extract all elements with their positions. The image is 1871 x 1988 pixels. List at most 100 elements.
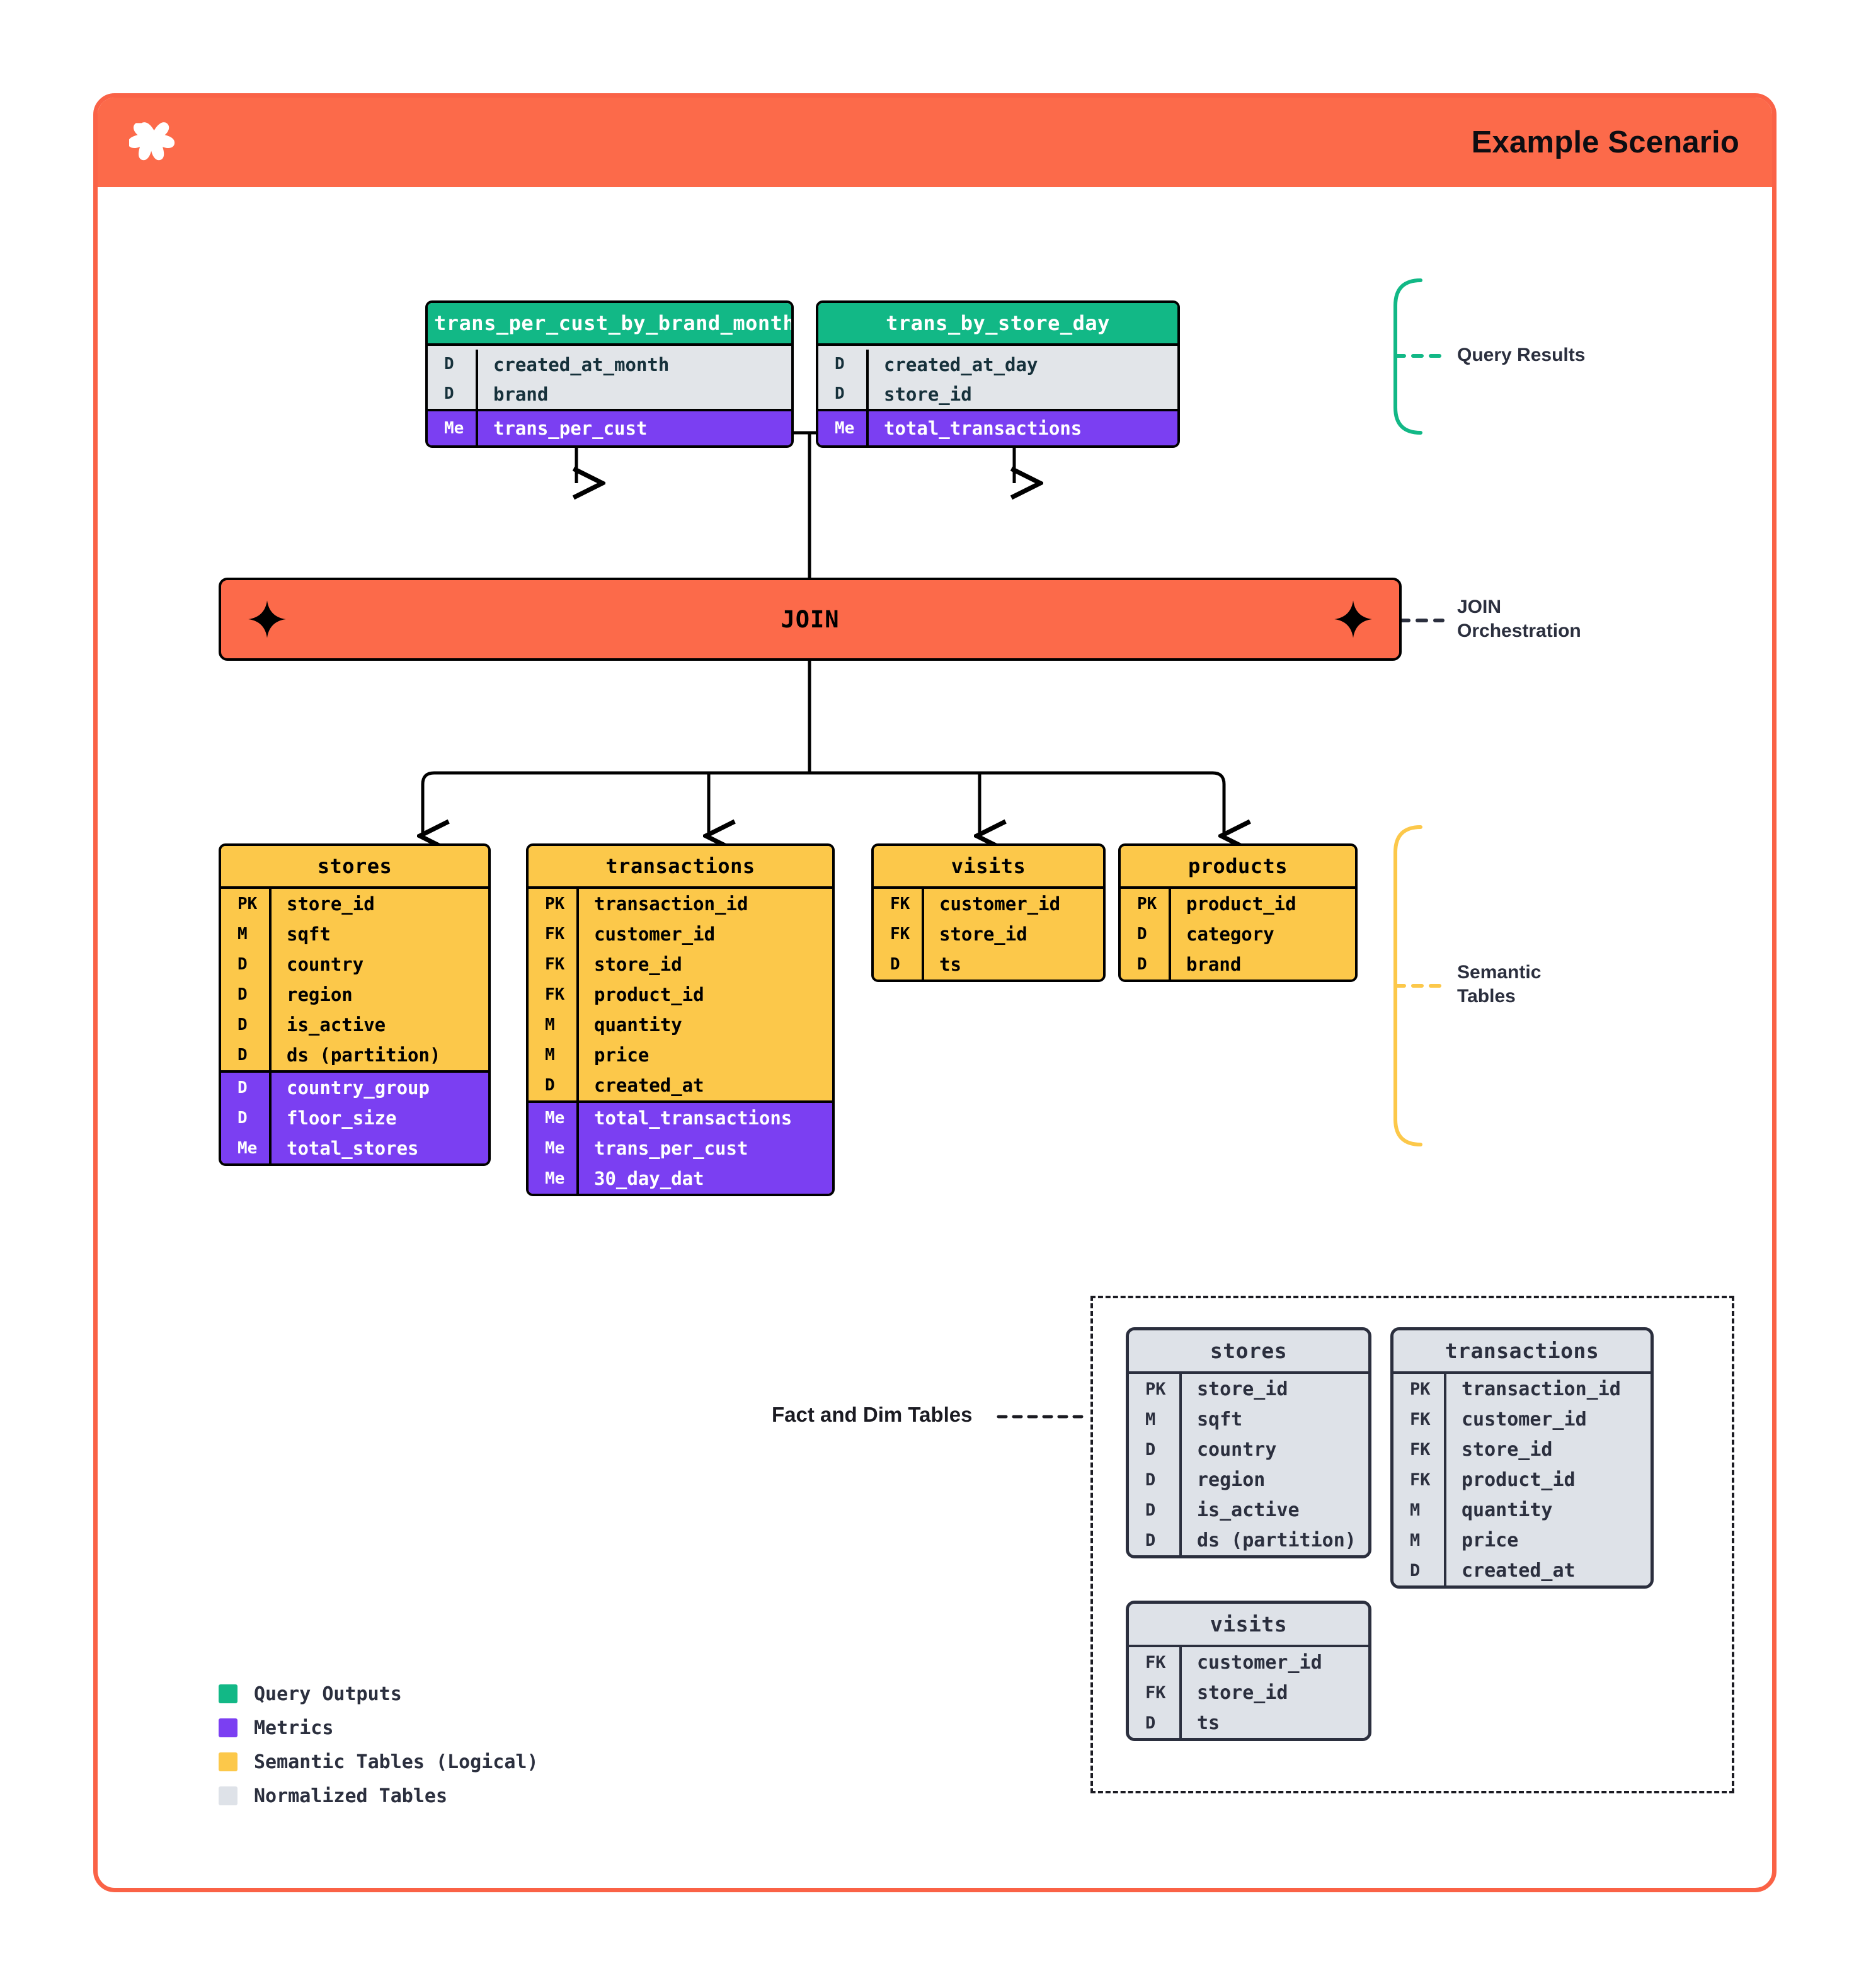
legend-label: Metrics: [254, 1717, 334, 1739]
annotation-semantic-tables: Semantic Tables: [1457, 961, 1541, 1008]
table-title: stores: [1129, 1330, 1368, 1374]
row-column: price: [594, 1044, 649, 1066]
row-key: PK: [221, 889, 272, 919]
diagram-canvas: trans_per_cust_by_brand_month D created_…: [98, 187, 1772, 1888]
row-column: trans_per_cust: [493, 418, 648, 439]
row-column: created_at: [1462, 1559, 1576, 1582]
row-column: quantity: [594, 1014, 682, 1036]
row-key: PK: [1121, 889, 1171, 919]
legend-item: Metrics: [219, 1711, 539, 1745]
row-column: store_id: [1197, 1681, 1288, 1704]
join-orchestration-bar[interactable]: JOIN: [219, 578, 1402, 661]
row-key: FK: [529, 949, 579, 980]
row-column: trans_per_cust: [594, 1138, 748, 1159]
row-key: D: [221, 949, 272, 980]
table-row: Me total_transactions: [529, 1103, 832, 1133]
row-key: FK: [1393, 1404, 1446, 1434]
row-column: country_group: [287, 1077, 430, 1099]
row-key: M: [1393, 1495, 1446, 1525]
row-key: D: [221, 1040, 272, 1070]
legend-item: Query Outputs: [219, 1677, 539, 1711]
row-key: FK: [529, 980, 579, 1010]
row-key: D: [1129, 1495, 1182, 1525]
row-column: ds (partition): [1197, 1529, 1356, 1551]
row-key: D: [1121, 949, 1171, 980]
row-key: D: [1393, 1555, 1446, 1585]
card-header: Example Scenario: [98, 98, 1772, 187]
table-title: trans_by_store_day: [818, 303, 1177, 346]
row-column: created_at: [594, 1075, 704, 1096]
legend-item: Semantic Tables (Logical): [219, 1745, 539, 1779]
row-key: FK: [1129, 1677, 1182, 1708]
row-key: D: [221, 1073, 272, 1103]
legend-item: Normalized Tables: [219, 1779, 539, 1813]
row-column: sqft: [1197, 1408, 1243, 1431]
annotation-line-1: Semantic: [1457, 962, 1542, 983]
row-key: D: [221, 1103, 272, 1133]
row-column: created_at_day: [884, 353, 1038, 375]
row-column: brand: [1186, 954, 1242, 975]
table-title: products: [1121, 846, 1355, 889]
row-key: PK: [1393, 1374, 1446, 1404]
row-key: M: [529, 1010, 579, 1040]
row-column: category: [1186, 923, 1274, 945]
table-title: trans_per_cust_by_brand_month: [428, 303, 791, 346]
row-column: product_id: [594, 984, 704, 1005]
row-column: region: [1197, 1468, 1266, 1491]
sparkle-icon: [248, 600, 286, 638]
row-key: D: [221, 980, 272, 1010]
query-result-table-0[interactable]: trans_per_cust_by_brand_month D created_…: [425, 300, 794, 448]
row-column: store_id: [1197, 1378, 1288, 1400]
table-row: D store_id: [818, 379, 1177, 409]
dimension-rows: D created_at_day D store_id: [818, 346, 1177, 409]
row-key: PK: [529, 889, 579, 919]
table-row: Me trans_per_cust: [428, 411, 791, 445]
row-column: total_transactions: [594, 1107, 792, 1129]
table-row: D brand: [428, 379, 791, 409]
row-column: region: [287, 984, 353, 1005]
row-column: floor_size: [287, 1107, 397, 1129]
row-column: brand: [493, 383, 549, 405]
row-column: total_stores: [287, 1138, 419, 1159]
legend: Query Outputs Metrics Semantic Tables (L…: [219, 1677, 539, 1813]
row-column: 30_day_dat: [594, 1168, 704, 1189]
row-key: D: [428, 350, 478, 379]
row-key: PK: [1129, 1374, 1182, 1404]
query-result-table-1[interactable]: trans_by_store_day D created_at_day D st…: [816, 300, 1180, 448]
row-key: D: [818, 379, 869, 409]
row-key: Me: [529, 1103, 579, 1133]
row-column: ds (partition): [287, 1044, 441, 1066]
row-column: product_id: [1462, 1468, 1576, 1491]
row-key: M: [529, 1040, 579, 1070]
